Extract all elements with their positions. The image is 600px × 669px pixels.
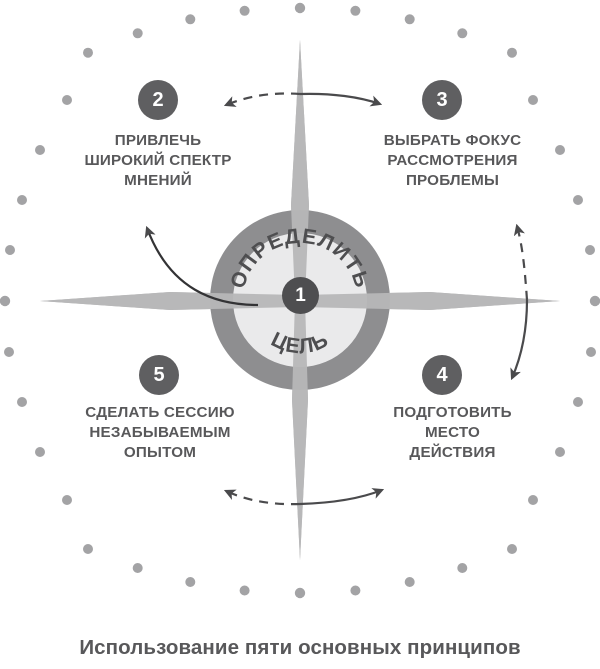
principle-5-line-1: СДЕЛАТЬ СЕССИЮ xyxy=(85,404,235,421)
principle-text-2: ПРИВЛЕЧЬ ШИРОКИЙ СПЕКТР МНЕНИЙ xyxy=(28,131,288,191)
principle-4-line-3: ДЕЙСТВИЯ xyxy=(409,444,496,461)
principle-5-line-2: НЕЗАБЫВАЕМЫМ xyxy=(89,424,231,441)
principle-text-4: ПОДГОТОВИТЬ МЕСТО ДЕЙСТВИЯ xyxy=(330,403,575,463)
arrow-left xyxy=(144,225,259,307)
principle-4-line-1: ПОДГОТОВИТЬ xyxy=(393,404,512,421)
principle-badge-5[interactable]: 5 xyxy=(139,355,179,395)
principle-badge-3[interactable]: 3 xyxy=(422,80,462,120)
arrow-top xyxy=(223,92,383,107)
principle-5-line-3: ОПЫТОМ xyxy=(123,444,197,461)
arrow-bottom xyxy=(223,488,385,506)
principle-badge-4[interactable]: 4 xyxy=(422,355,462,395)
principle-2-line-1: ПРИВЛЕЧЬ xyxy=(114,132,202,149)
compass-needles-overlay xyxy=(40,40,560,560)
diagram-caption: Использование пяти основных принципов xyxy=(79,636,521,659)
principle-text-5: СДЕЛАТЬ СЕССИЮ НЕЗАБЫВАЕМЫМ ОПЫТОМ xyxy=(30,403,290,463)
principle-badge-2[interactable]: 2 xyxy=(138,80,178,120)
principle-4-line-2: МЕСТО xyxy=(424,424,481,441)
dotted-ring xyxy=(0,2,600,599)
principle-text-3: ВЫБРАТЬ ФОКУС РАССМОТРЕНИЯ ПРОБЛЕМЫ xyxy=(330,131,575,191)
principle-3-line-3: ПРОБЛЕМЫ xyxy=(405,172,500,189)
principle-2-line-3: МНЕНИЙ xyxy=(124,172,192,189)
center-badge-1[interactable]: 1 xyxy=(282,277,319,314)
principle-2-line-2: ШИРОКИЙ СПЕКТР xyxy=(84,152,232,169)
principle-3-line-1: ВЫБРАТЬ ФОКУС xyxy=(383,132,522,149)
arrow-right xyxy=(510,223,529,381)
principle-3-line-2: РАССМОТРЕНИЯ xyxy=(387,152,518,169)
